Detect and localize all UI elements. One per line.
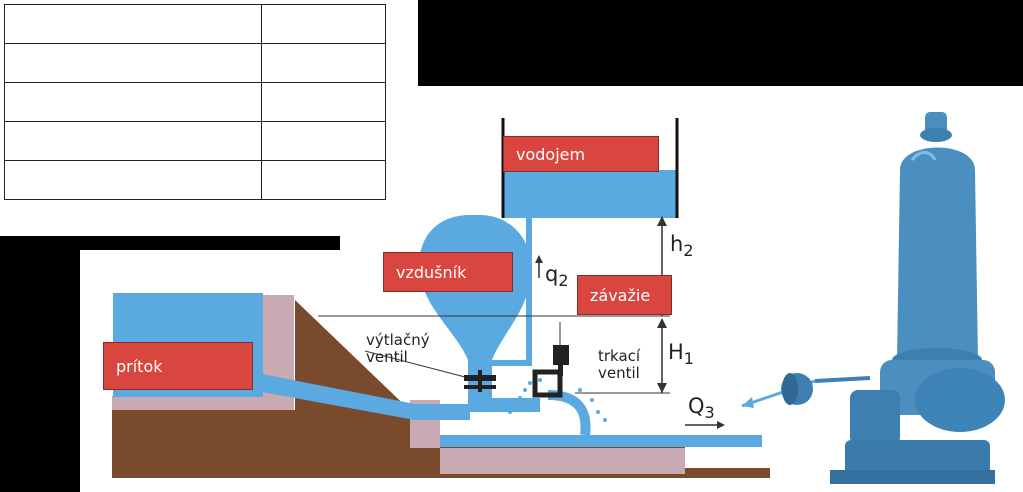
label-vytlacny-ventil: výtlačný ventil [366, 332, 430, 366]
drive-pipe [262, 374, 540, 420]
label-h2: h2 [670, 232, 694, 260]
outflow-channel [440, 435, 762, 447]
connector-arrow-head [742, 397, 754, 408]
label-h2-sub: 2 [683, 241, 694, 261]
table-cell-value [261, 82, 386, 122]
water-spray [508, 378, 607, 427]
label-vytlacny-line2: ventil [366, 348, 408, 366]
label-h2-base: h [670, 232, 684, 256]
ground-strip [440, 448, 685, 474]
dimension-h2-arrow-top [657, 216, 667, 226]
impulse-valve-body [532, 369, 563, 398]
spec-table [4, 4, 386, 200]
dimension-H1-arrow-bottom [657, 383, 667, 393]
impulse-valve-stem [558, 362, 563, 376]
delivery-valve-stem [478, 370, 482, 392]
delivery-pipe-vertical [526, 215, 532, 366]
label-vodojem: vodojem [503, 136, 659, 172]
table-cell-value [261, 4, 386, 44]
label-Q3-base: Q [688, 394, 705, 418]
label-q2-sub: 2 [558, 271, 569, 291]
delivery-pipe-horizontal [490, 360, 530, 366]
dimension-H1-arrow-top [657, 318, 667, 328]
table-cell-value [261, 121, 386, 161]
label-zavazie: závažie [577, 275, 672, 315]
label-trkaci-line2: ventil [598, 364, 640, 382]
outflow-curve [547, 390, 591, 436]
label-H1-base: H [668, 340, 684, 364]
label-q2-base: q [545, 262, 559, 286]
table-cell-value [261, 160, 386, 200]
label-vzdusnik: vzdušník [383, 252, 513, 292]
flow-arrow-Q3-head [717, 421, 725, 429]
label-pritok: prítok [103, 342, 253, 390]
label-Q3-sub: 3 [704, 403, 715, 423]
label-H1-sub: 1 [683, 349, 694, 369]
label-H1: H1 [668, 340, 694, 368]
upper-reservoir-water [503, 170, 677, 218]
pump-illustration [781, 112, 1005, 484]
table-row [4, 121, 386, 161]
label-trkaci-line1: trkací [598, 347, 641, 365]
table-cell-label [4, 121, 262, 161]
table-row [4, 4, 386, 44]
label-trkaci-ventil: trkací ventil [598, 348, 640, 382]
impulse-valve-weight [553, 345, 569, 365]
label-Q3: Q3 [688, 394, 715, 422]
leader-vytlacny [364, 350, 466, 378]
source-base [112, 396, 272, 410]
table-row [4, 160, 386, 200]
label-q2: q2 [545, 262, 569, 290]
label-vytlacny-line1: výtlačný [366, 331, 430, 349]
diagram-panel-mid [340, 236, 420, 256]
table-cell-label [4, 160, 262, 200]
ground-earth [112, 300, 770, 478]
flow-arrow-q2-head [535, 255, 543, 263]
